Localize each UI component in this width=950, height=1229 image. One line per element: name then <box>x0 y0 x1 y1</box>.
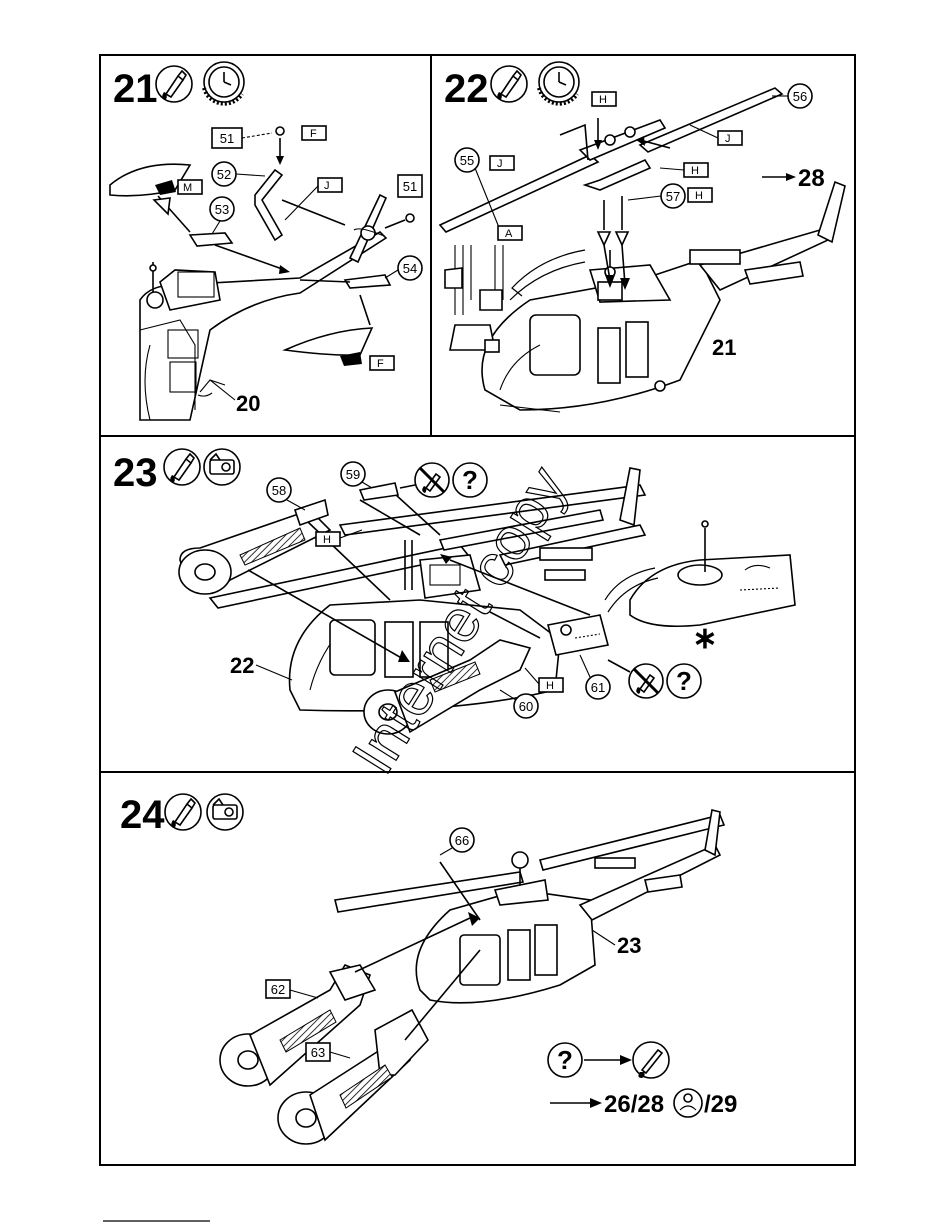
part-box-63-label: 63 <box>311 1045 325 1060</box>
step-24-panel: 24 <box>120 793 737 1144</box>
callout-53-label: 53 <box>215 202 229 217</box>
tail-rotor-drawing <box>350 195 386 262</box>
flag-j <box>318 178 342 192</box>
callout-66-label: 66 <box>455 833 469 848</box>
question-mark-text: ? <box>462 465 478 495</box>
goto-step-28: 28 <box>798 165 825 192</box>
ref-20: 20 <box>236 391 260 416</box>
decal-icon <box>204 449 240 485</box>
figure-icon <box>674 1089 702 1117</box>
helicopter-body-22 <box>482 182 845 412</box>
flag-a-letter: A <box>505 228 513 240</box>
part-53-drawing <box>190 233 232 246</box>
stabilizer-right <box>285 328 372 355</box>
flag-f-top-letter: F <box>310 128 317 140</box>
glue-icon <box>491 66 527 102</box>
glue-icon <box>164 449 200 485</box>
flag-m-letter: M <box>183 182 192 194</box>
flag-h-23-left-letter: H <box>323 534 331 546</box>
goto-step-26-28: 26/28 <box>604 1091 664 1118</box>
step-21-panel: 21 <box>110 62 422 420</box>
flag-h-top-letter: H <box>599 94 607 106</box>
tail-boom-drawing <box>140 232 386 420</box>
step-22-panel: 22 <box>440 62 845 412</box>
callout-60-label: 60 <box>519 699 533 714</box>
rotor-blade-right <box>640 88 782 152</box>
goto-step-29: /29 <box>704 1091 737 1118</box>
flag-f-bottom-letter: F <box>377 358 384 370</box>
flag-h-mid-letter: H <box>691 165 699 177</box>
ref-23: 23 <box>617 933 641 958</box>
callout-54-label: 54 <box>403 261 417 276</box>
flag-j-letter: J <box>324 180 330 192</box>
paint-brush-icon <box>633 1042 669 1078</box>
part-box-62-label: 62 <box>271 982 285 997</box>
callout-52-label: 52 <box>217 167 231 182</box>
glue-icon <box>165 794 201 830</box>
step-22-number: 22 <box>444 67 489 111</box>
clock-icon <box>539 62 579 104</box>
engine-cover-detail: ∗ <box>605 521 795 655</box>
asterisk-mark: ∗ <box>692 622 717 655</box>
part-box-51-right-label: 51 <box>403 179 417 194</box>
callout-61-label: 61 <box>591 680 605 695</box>
no-glue-icon <box>629 664 663 698</box>
ref-21: 21 <box>712 335 736 360</box>
glue-icon <box>156 66 192 102</box>
callout-57-label: 57 <box>666 189 680 204</box>
flag-h-23-bottom-letter: H <box>546 680 554 692</box>
clock-icon <box>204 62 244 104</box>
callout-55-label: 55 <box>460 153 474 168</box>
step-24-number: 24 <box>120 793 165 837</box>
part-box-51-top-label: 51 <box>220 131 234 146</box>
part-52-drawing <box>255 170 282 240</box>
callout-59-label: 59 <box>346 467 360 482</box>
flag-j-right-letter: J <box>725 133 731 145</box>
step-23-number: 23 <box>113 451 158 495</box>
callout-58-label: 58 <box>272 483 286 498</box>
part-54-drawing <box>345 275 390 288</box>
question-mark-text: ? <box>557 1045 573 1075</box>
ref-22: 22 <box>230 653 254 678</box>
no-glue-icon <box>415 463 449 497</box>
decal-icon <box>207 794 243 830</box>
callout-56-label: 56 <box>793 89 807 104</box>
step-21-number: 21 <box>113 67 158 111</box>
flag-j-left-letter: J <box>497 158 503 170</box>
question-mark-text: ? <box>676 666 692 696</box>
flag-h-57-letter: H <box>695 190 703 202</box>
part-61-drawing <box>548 615 608 655</box>
